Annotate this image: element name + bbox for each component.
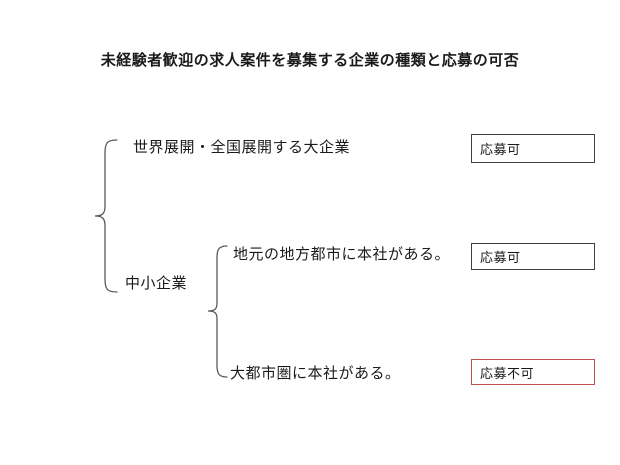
- branch-label-large-company: 世界展開・全国展開する大企業: [133, 139, 351, 156]
- status-box-large-company: 応募可: [471, 134, 595, 163]
- branch-label-sme: 中小企業: [125, 275, 188, 292]
- status-text-local-city: 応募可: [480, 250, 521, 265]
- page-title: 未経験者歓迎の求人案件を募集する企業の種類と応募の可否: [100, 52, 520, 69]
- large-curly-brace-icon: [94, 139, 118, 293]
- status-box-local-city: 応募可: [471, 243, 595, 270]
- branch-label-metro-area: 大都市圏に本社がある。: [230, 365, 401, 382]
- branch-label-local-city: 地元の地方都市に本社がある。: [233, 246, 451, 263]
- small-curly-brace-icon: [207, 245, 228, 378]
- status-box-metro-area: 応募不可: [471, 359, 595, 385]
- status-text-metro-area: 応募不可: [480, 365, 535, 381]
- status-text-large-company: 応募可: [480, 142, 521, 157]
